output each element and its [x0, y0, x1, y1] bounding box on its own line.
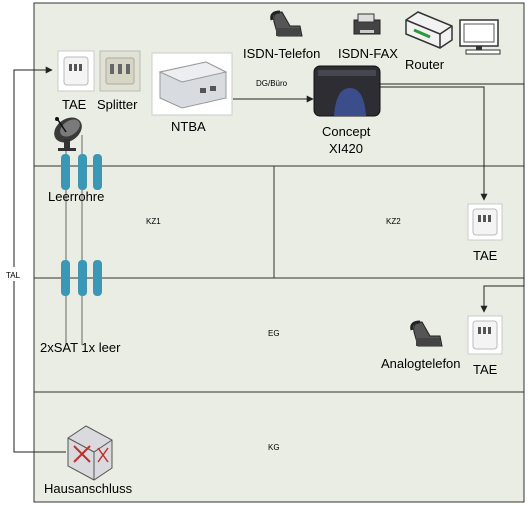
- splitter-label: Splitter: [97, 97, 138, 112]
- tae-eg-icon: [467, 315, 503, 355]
- tal-label: TAL: [6, 271, 21, 280]
- pipe-upper-2: [78, 154, 87, 190]
- sat-label: 2xSAT 1x leer: [40, 340, 121, 355]
- leerrohre-label: Leerrohre: [48, 189, 104, 204]
- tal-line: TAL: [4, 66, 66, 453]
- router-label: Router: [405, 57, 445, 72]
- isdn-telefon-icon: [270, 10, 303, 37]
- ntba-icon: [151, 52, 233, 116]
- pipe-lower-1: [61, 260, 70, 296]
- floor-label-dg: DG/Büro: [256, 79, 288, 88]
- splitter-icon: [99, 50, 141, 92]
- room-label-kz1: KZ1: [146, 217, 161, 226]
- hausanschluss-icon: [67, 425, 113, 481]
- isdn-fax-icon: [353, 13, 381, 35]
- concept-to-tae-eg-line: [380, 83, 525, 313]
- tae-dg-label: TAE: [62, 97, 87, 112]
- ntba-label: NTBA: [171, 119, 206, 134]
- tae-dg-icon: [57, 50, 95, 92]
- floor-label-eg: EG: [268, 329, 280, 338]
- analogtelefon-icon: [410, 320, 443, 347]
- isdn-telefon-label: ISDN-Telefon: [243, 46, 320, 61]
- tae-kz2-icon: [467, 203, 503, 241]
- tae-eg-label: TAE: [473, 362, 498, 377]
- isdn-fax-label: ISDN-FAX: [338, 46, 398, 61]
- floor-eg: [33, 277, 525, 393]
- hausanschluss-label: Hausanschluss: [44, 481, 133, 496]
- concept-to-tae-kz2-line: [380, 86, 488, 201]
- router-icon: [405, 11, 453, 49]
- concept-label-line1: Concept: [322, 124, 371, 139]
- computer-icon: [459, 19, 501, 55]
- room-kz1: [33, 165, 275, 279]
- floor-label-kg: KG: [268, 443, 280, 452]
- analogtelefon-label: Analogtelefon: [381, 356, 461, 371]
- pipe-upper-3: [93, 154, 102, 190]
- pipe-upper-1: [61, 154, 70, 190]
- concept-label-line2: XI420: [329, 141, 363, 156]
- satellite-dish-icon: [54, 117, 82, 151]
- pipe-lower-3: [93, 260, 102, 296]
- leerrohre-pipes: [61, 135, 102, 345]
- tae-kz2-label: TAE: [473, 248, 498, 263]
- concept-xi420-icon: [313, 65, 381, 117]
- pipe-lower-2: [78, 260, 87, 296]
- room-label-kz2: KZ2: [386, 217, 401, 226]
- floor-kg: [33, 391, 525, 503]
